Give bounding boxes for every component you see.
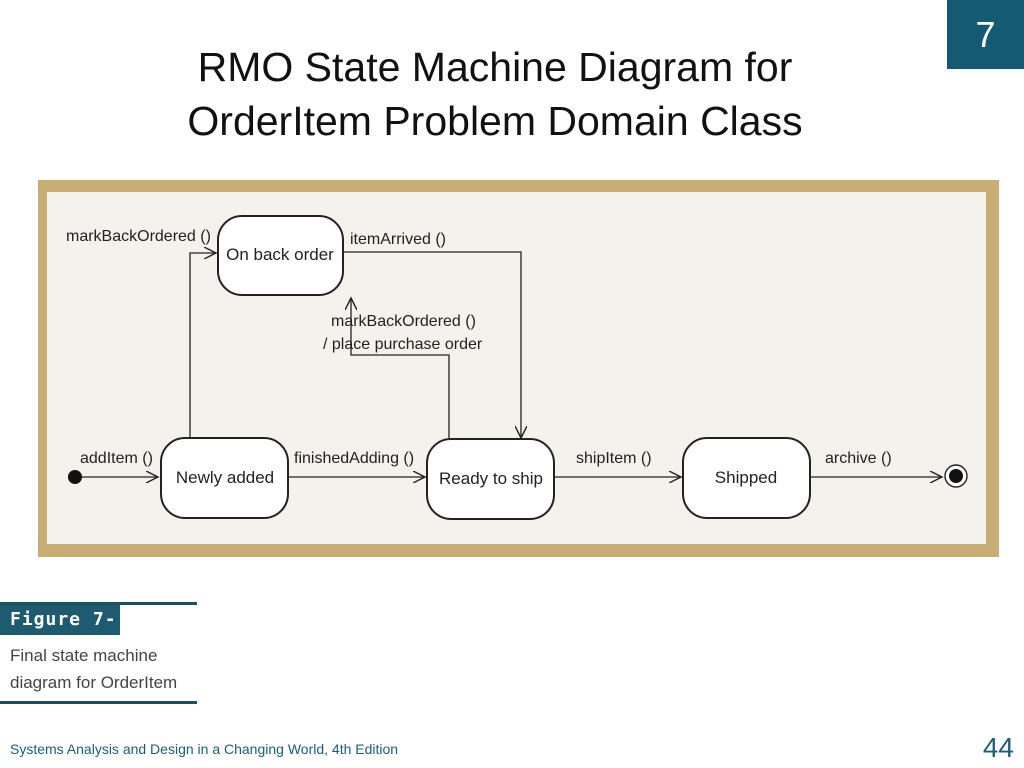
- state-ready-to-ship[interactable]: Ready to ship: [426, 438, 555, 520]
- state-label: Ready to ship: [439, 469, 543, 488]
- transition-label-ship-item: shipItem (): [576, 450, 652, 467]
- transition-label-add-item: addItem (): [80, 450, 153, 467]
- state-label: On back order: [226, 245, 334, 264]
- transition-label-mark-back-ordered-2: markBackOrdered (): [331, 313, 476, 330]
- state-newly-added[interactable]: Newly added: [160, 437, 289, 519]
- transition-label-archive: archive (): [825, 450, 892, 467]
- transition-label-mark-back-ordered: markBackOrdered (): [66, 228, 211, 245]
- figure-caption: Figure 7-24 Final state machine diagram …: [0, 602, 197, 704]
- figure-label: Figure 7-24: [0, 605, 120, 660]
- transition-back-order-to-ready: [342, 251, 521, 438]
- caption-divider-top: [0, 602, 197, 605]
- caption-divider-bottom: [0, 701, 197, 704]
- page-number: 44: [982, 732, 1014, 763]
- state-machine-diagram: On back order Newly added Ready to ship …: [38, 180, 999, 557]
- transition-newly-added-to-back-order: [189, 253, 216, 438]
- slide-title-line-2: OrderItem Problem Domain Class: [187, 98, 803, 144]
- final-state-icon: [944, 464, 968, 488]
- state-label: Newly added: [176, 468, 274, 487]
- transition-label-place-purchase-order: / place purchase order: [323, 336, 483, 353]
- figure-description-line-1: Final state machine: [10, 646, 158, 665]
- initial-state-icon: [68, 470, 82, 484]
- footer-book-title: Systems Analysis and Design in a Changin…: [10, 741, 399, 757]
- chapter-badge: 7: [947, 0, 1024, 69]
- state-on-back-order[interactable]: On back order: [217, 215, 344, 296]
- slide-title-line-1: RMO State Machine Diagram for: [197, 44, 793, 90]
- state-label: Shipped: [715, 468, 777, 487]
- transition-label-item-arrived: itemArrived (): [350, 231, 446, 248]
- transition-ready-to-back-order: [351, 298, 450, 438]
- slide-title: RMO State Machine Diagram for OrderItem …: [0, 40, 990, 148]
- figure-description: Final state machine diagram for OrderIte…: [10, 642, 177, 696]
- transition-label-finished-adding: finishedAdding (): [294, 450, 414, 467]
- figure-description-line-2: diagram for OrderItem: [10, 673, 178, 692]
- state-shipped[interactable]: Shipped: [682, 437, 811, 519]
